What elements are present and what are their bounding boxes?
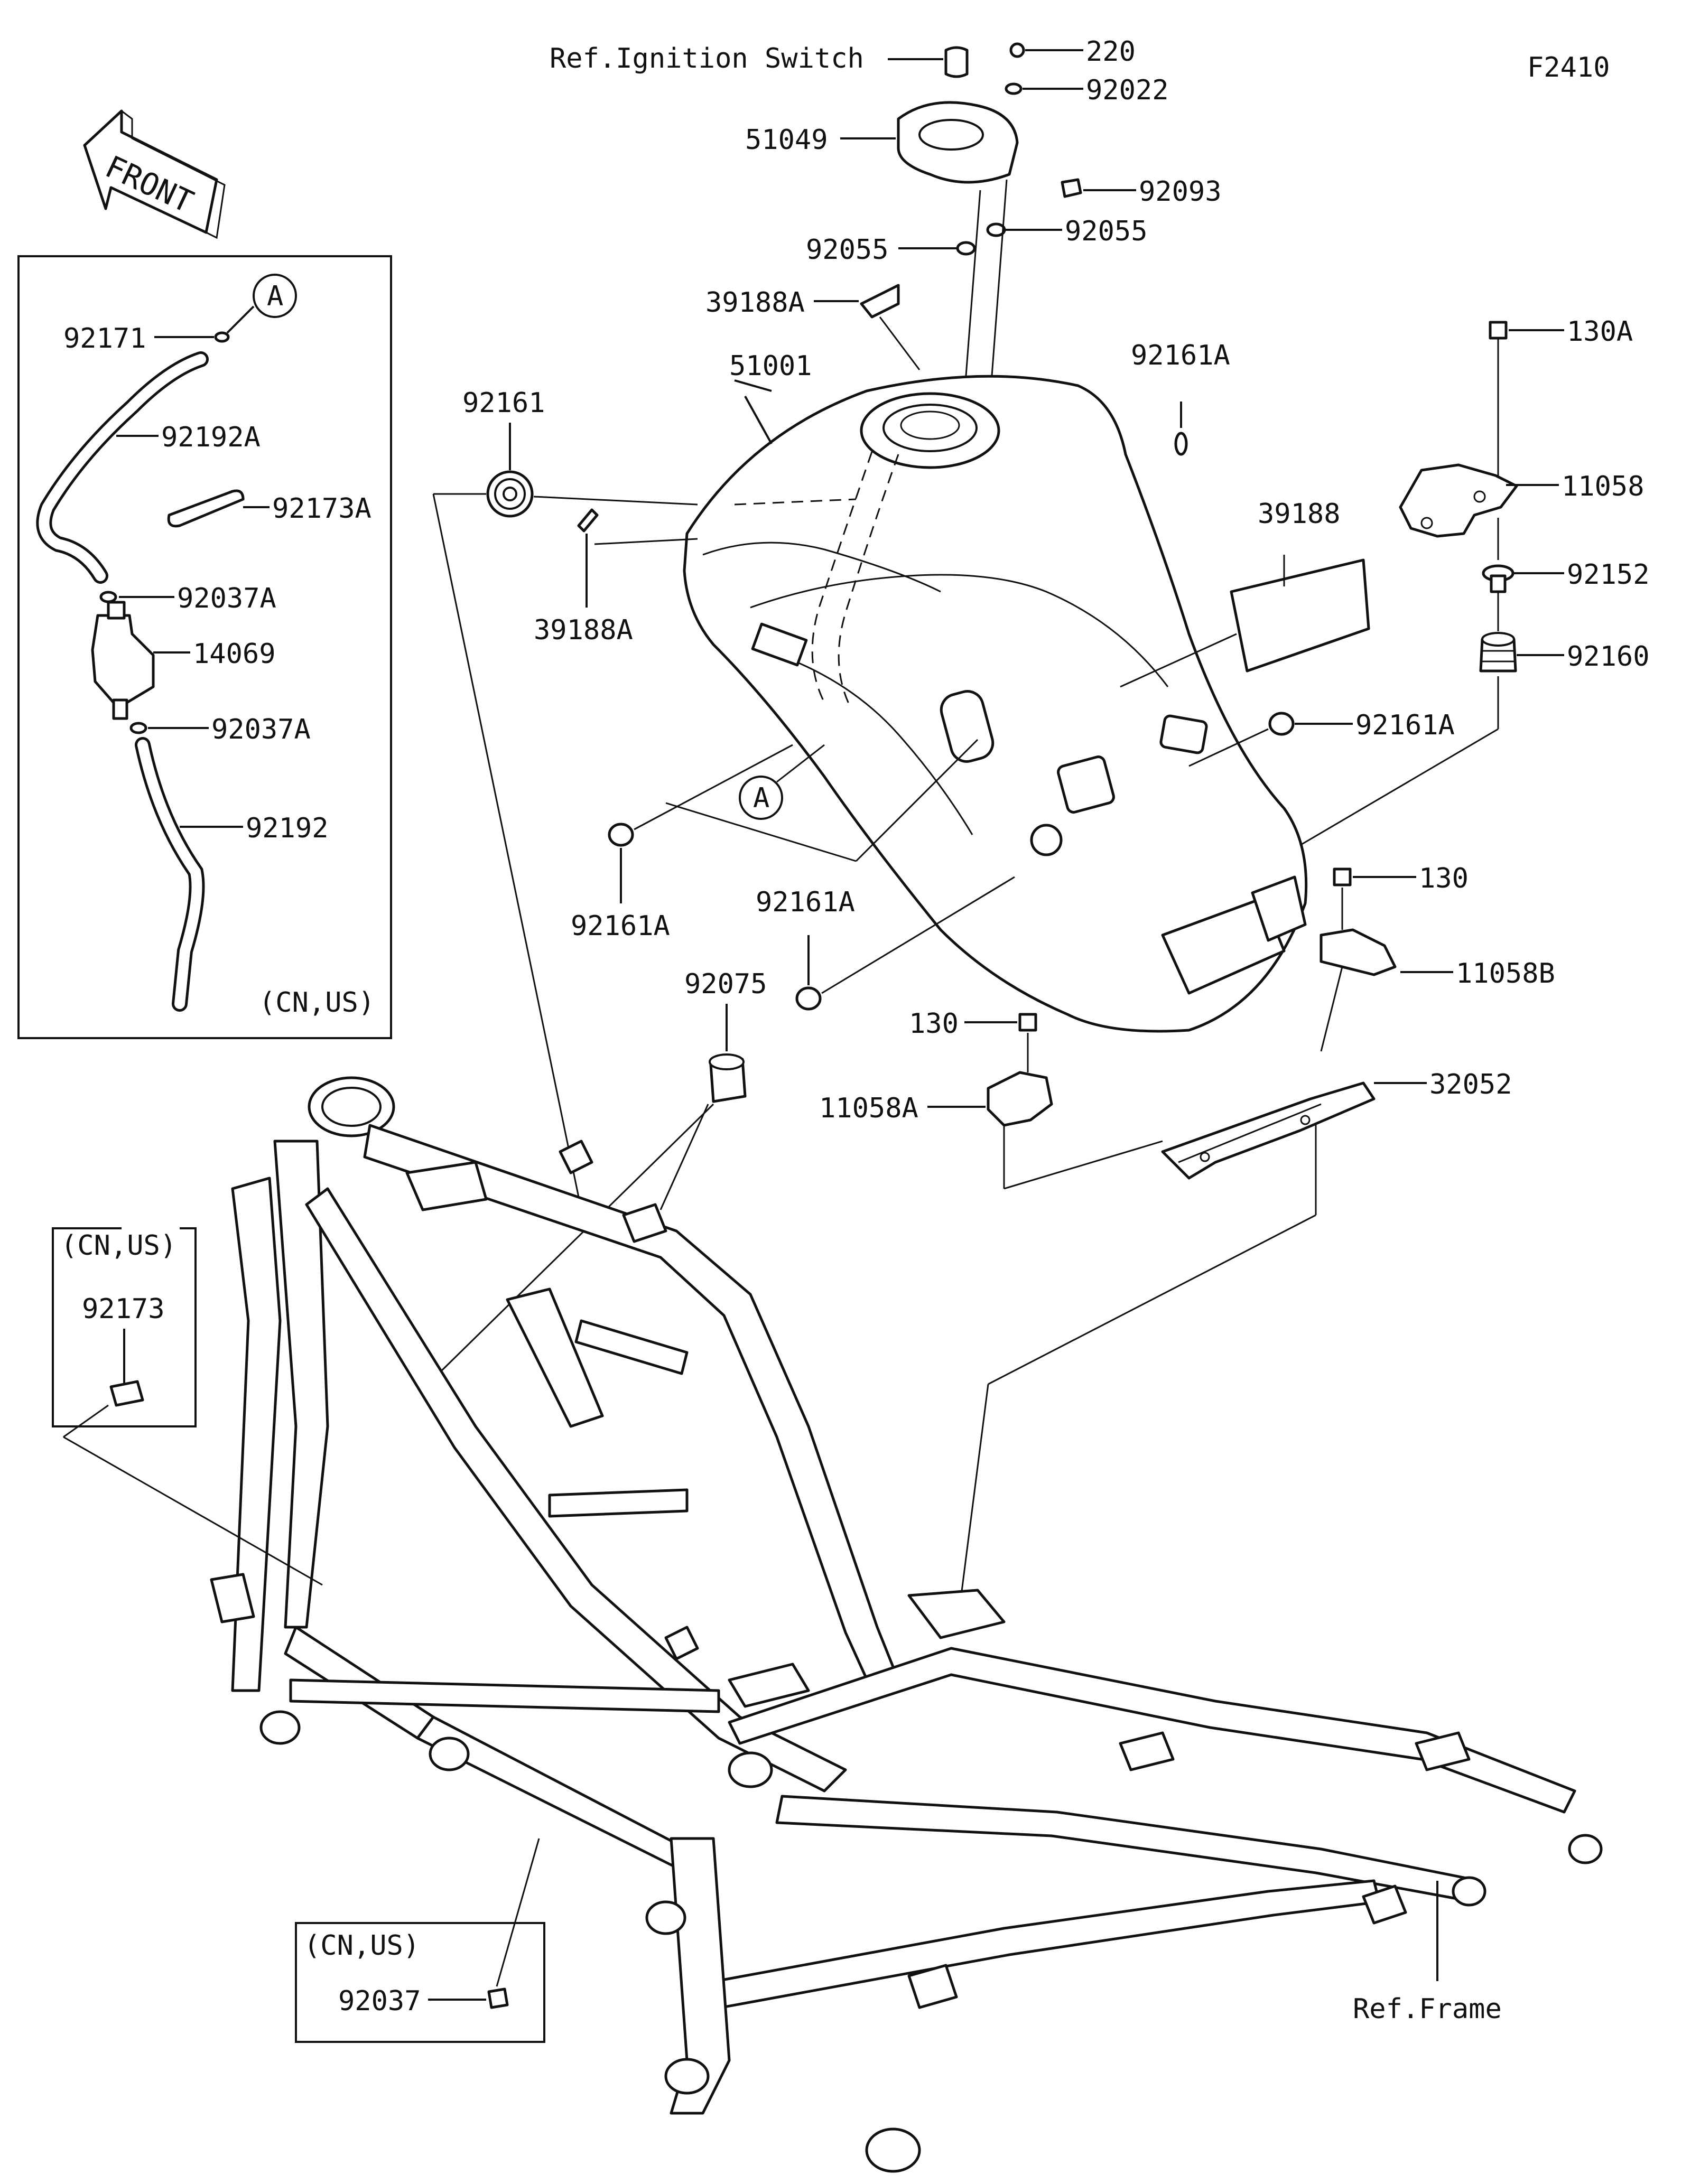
label-14069: 14069 <box>193 638 276 670</box>
label-11058B: 11058B <box>1456 958 1555 990</box>
label-92055-left: 92055 <box>806 234 889 266</box>
callout-a-top: A <box>267 281 283 312</box>
label-92161A-top: 92161A <box>1131 340 1230 371</box>
rear-mount-group: 130A 11058 92152 92160 130 11058B <box>819 316 1650 1633</box>
inset-92037-part: 92037 <box>338 1985 421 2017</box>
label-92022: 92022 <box>1086 74 1169 106</box>
label-39188: 39188 <box>1258 498 1341 530</box>
label-92161A-right: 92161A <box>1355 710 1455 741</box>
label-11058: 11058 <box>1562 471 1644 502</box>
tank-cap-group: Ref.Ignition Switch 220 92022 51049 9209… <box>550 36 1222 465</box>
label-39188A-top: 39188A <box>705 287 805 319</box>
label-92173A: 92173A <box>272 493 371 525</box>
label-92171: 92171 <box>63 323 146 354</box>
diagram-code: F2410 <box>1527 52 1610 83</box>
label-11058A: 11058A <box>819 1093 918 1124</box>
label-92075: 92075 <box>684 968 767 1000</box>
label-51049: 51049 <box>745 124 828 156</box>
inset-92173-region: (CN,US) <box>61 1230 176 1262</box>
label-130A: 130A <box>1567 316 1633 348</box>
label-ref-frame: Ref.Frame <box>1353 1993 1502 2025</box>
label-92037A-top: 92037A <box>177 583 276 614</box>
inset-fuel-region: (CN,US) <box>259 987 375 1019</box>
fuel-tank: 51001 92161A 39188A 39188 39188A <box>534 284 1370 1033</box>
label-92161A-bottom-mid: 92161A <box>756 886 855 918</box>
label-92152: 92152 <box>1567 559 1650 591</box>
grommet-92161: 92161 <box>432 387 698 1210</box>
label-92037A-bottom: 92037A <box>211 714 311 745</box>
inset-92173-part: 92173 <box>82 1293 165 1325</box>
fuel-hose-inset: (CN,US) A 92171 92192A 92173A 92037A 140… <box>17 255 392 1039</box>
label-92093: 92093 <box>1139 176 1222 208</box>
label-39188A-left: 39188A <box>534 614 633 646</box>
inset-92037-region: (CN,US) <box>304 1930 420 1962</box>
label-92161: 92161 <box>462 387 545 419</box>
label-ref-ignition-switch: Ref.Ignition Switch <box>550 43 864 74</box>
label-92161A-bottom-left: 92161A <box>571 910 670 942</box>
label-92160: 92160 <box>1567 641 1650 673</box>
label-92055-right: 92055 <box>1065 216 1148 247</box>
callout-a-tank: A <box>753 782 769 814</box>
inset-92037: (CN,US) 92037 <box>295 1838 545 2043</box>
grommet-92161A-bottom-left: 92161A A <box>571 739 979 942</box>
damper-92075: 92075 <box>438 968 767 1375</box>
label-220: 220 <box>1086 36 1136 68</box>
grommet-92161A-bottom-mid: 92161A <box>756 876 1015 1011</box>
label-51001: 51001 <box>729 350 812 382</box>
grommet-92161A-right: 92161A <box>1188 710 1455 767</box>
label-92192: 92192 <box>246 813 329 844</box>
label-130-right: 130 <box>1419 863 1469 894</box>
front-arrow-icon: FRONT <box>83 109 226 239</box>
label-130-mid: 130 <box>909 1008 959 1040</box>
label-32052: 32052 <box>1429 1069 1512 1100</box>
label-92192A: 92192A <box>161 422 261 453</box>
frame: Ref.Frame <box>210 1076 1603 2173</box>
inset-92173: (CN,US) 92173 <box>52 1227 323 1586</box>
